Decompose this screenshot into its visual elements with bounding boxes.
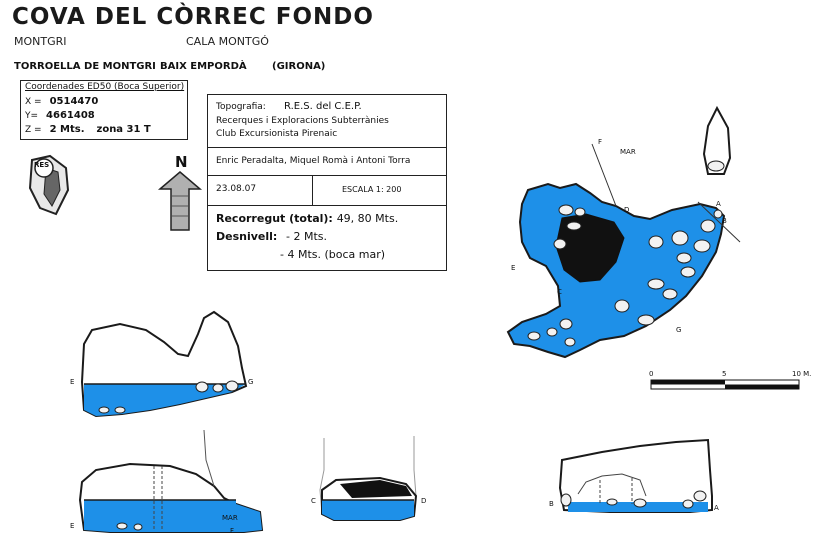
drop-label: Desnivell:	[216, 230, 278, 243]
section-e-g	[80, 310, 248, 418]
plan-label-mar: MAR	[620, 148, 636, 156]
coord-x-value: 0514470	[49, 96, 99, 107]
authors: Enric Peradalta, Miquel Romà i Antoni To…	[216, 156, 411, 166]
total-length-value: 49, 80 Mts.	[336, 212, 399, 225]
survey-date: 23.08.07	[216, 184, 257, 194]
plan-label-e: E	[511, 264, 516, 272]
coord-x-label: X =	[25, 97, 42, 107]
coordinates-header: Coordenades ED50 (Boca Superior)	[25, 82, 185, 92]
divider-3	[208, 205, 446, 206]
plan-label-a: A	[716, 200, 721, 208]
plan-label-g: G	[676, 326, 682, 334]
coord-y-label: Y=	[25, 111, 39, 121]
section-c-d	[319, 436, 418, 521]
section-ef-label-e: E	[70, 522, 75, 530]
section-ef-label-mar: MAR	[222, 514, 238, 522]
municipality: TORROELLA DE MONTGRI	[14, 61, 156, 72]
coord-zone: zona 31 T	[96, 124, 151, 135]
scale-bar	[650, 379, 800, 390]
coordinates-box: Coordenades ED50 (Boca Superior) X = 0514…	[20, 80, 188, 140]
place-left: MONTGRI	[14, 35, 67, 48]
province: (GIRONA)	[272, 61, 326, 72]
club-logo-icon	[28, 154, 70, 216]
section-eg-label-e: E	[70, 378, 75, 386]
total-length-row: Recorregut (total): 49, 80 Mts.	[216, 212, 398, 225]
north-arrow-icon	[157, 171, 203, 231]
cave-plan	[506, 143, 741, 359]
logo-text: RES	[34, 161, 50, 169]
section-ef-label-f: F	[230, 527, 235, 535]
drop-row: Desnivell:	[216, 230, 277, 243]
org-line2: Club Excursionista Pirenaic	[216, 129, 338, 139]
entrance-profile	[702, 105, 732, 175]
coord-z-row: Z = 2 Mts. zona 31 T	[25, 124, 151, 135]
cave-title: COVA DEL CÒRREC FONDO	[12, 4, 374, 30]
coord-z-value: 2 Mts.	[49, 124, 85, 135]
section-cd-label-c: C	[311, 497, 316, 505]
topo-label: Topografia:	[216, 102, 266, 112]
survey-info-box: Topografia: R.E.S. del C.E.P. Recerques …	[207, 94, 447, 271]
divider-2	[208, 175, 446, 176]
plan-label-d: D	[624, 206, 630, 214]
section-eg-label-g: G	[248, 378, 254, 386]
place-right: CALA MONTGÓ	[186, 35, 269, 48]
plan-label-c: C	[557, 288, 562, 296]
section-cd-label-d: D	[421, 497, 427, 505]
survey-scale: ESCALA 1: 200	[342, 185, 402, 194]
org-line1: Recerques i Exploracions Subterrànies	[216, 116, 389, 126]
section-b-a	[558, 438, 713, 513]
scale-label-5: 5	[722, 370, 727, 378]
plan-label-b: B	[722, 217, 727, 225]
scale-label-10: 10 M.	[792, 370, 812, 378]
region: BAIX EMPORDÀ	[160, 61, 247, 72]
section-ba-label-a: A	[714, 504, 719, 512]
section-e-f	[78, 429, 264, 533]
coord-y-row: Y= 4661408	[25, 110, 95, 121]
coord-y-value: 4661408	[46, 110, 95, 121]
total-length-label: Recorregut (total):	[216, 212, 333, 225]
north-label: N	[175, 153, 188, 171]
coord-x-row: X = 0514470	[25, 96, 98, 107]
drop-value2: - 4 Mts. (boca mar)	[280, 248, 386, 261]
drop-value1: - 2 Mts.	[286, 230, 327, 243]
scale-label-0: 0	[649, 370, 654, 378]
coord-z-label: Z =	[25, 125, 42, 135]
divider-1	[208, 147, 446, 148]
divider-vertical	[312, 175, 313, 205]
topo-team: R.E.S. del C.E.P.	[284, 101, 362, 112]
plan-label-f: F	[598, 138, 603, 146]
section-ba-label-b: B	[549, 500, 554, 508]
